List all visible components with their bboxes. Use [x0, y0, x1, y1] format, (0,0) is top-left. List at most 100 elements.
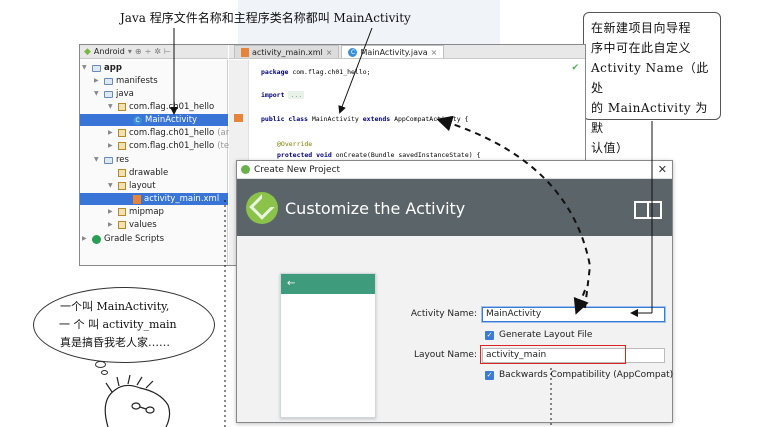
package-icon — [118, 182, 126, 190]
logo-compass-shape — [249, 194, 275, 220]
tree-item-app[interactable]: ▼ app — [82, 62, 122, 74]
callout-line: 认值） — [591, 141, 629, 155]
tree-item-mipmap[interactable]: ▶ mipmap — [108, 206, 164, 218]
tab-label: MainActivity.java — [360, 47, 428, 57]
bubble-tail — [101, 370, 108, 375]
tree-item-package-main[interactable]: ▼ com.flag.ch01_hello — [108, 101, 214, 113]
package-icon — [118, 208, 126, 216]
project-toolbar: ◆ Android ▾ ⊕ ÷ ✲ ⊢ — [80, 45, 228, 59]
code-keyword: package — [261, 68, 289, 76]
top-caption: Java 程序文件名称和主程序类名称都叫 MainActivity — [120, 11, 411, 25]
editor-tabs: activity_main.xml × C MainActivity.java … — [229, 45, 585, 59]
tree-item-manifests[interactable]: ▶ manifests — [94, 75, 158, 87]
code-text: com.flag.ch01_hello; — [288, 68, 371, 76]
close-icon[interactable]: × — [430, 47, 438, 57]
tree-item-layout[interactable]: ▼ layout — [108, 180, 156, 192]
speech-bubble — [33, 287, 215, 363]
bubble-line: 一 个 叫 activity_main — [59, 318, 177, 331]
bubble-tail — [95, 361, 106, 368]
cartoon-character — [104, 374, 171, 427]
tree-item-label: activity_main.xml — [144, 194, 220, 204]
expand-arrow-icon[interactable]: ▼ — [94, 156, 99, 163]
layout-icon-divider — [647, 201, 649, 219]
dialog-titlebar: Create New Project ✕ — [237, 161, 672, 179]
panel-selector[interactable]: Android — [93, 47, 125, 56]
code-line-override: @Override — [277, 140, 313, 148]
expand-arrow-icon[interactable]: ▶ — [94, 77, 99, 84]
cartoon-eye — [131, 402, 141, 410]
expand-arrow-icon[interactable]: ▼ — [108, 103, 113, 110]
code-line-method: protected void onCreate(Bundle savedInst… — [277, 151, 481, 159]
bubble-line: 真是搞昏我老人家…… — [60, 336, 170, 349]
callout-line: 序中可在此自定义 — [591, 41, 692, 55]
code-text: AppCompatActivity { — [390, 115, 469, 123]
activity-name-input[interactable]: MainActivity — [482, 307, 665, 322]
sync-icon[interactable]: ⊕ — [134, 47, 142, 56]
generate-layout-row[interactable]: ✓ Generate Layout File — [485, 330, 592, 340]
tree-item-package-android-test[interactable]: ▶ com.flag.ch01_hello (andr — [108, 127, 240, 139]
package-icon — [118, 103, 126, 111]
tree-item-label: mipmap — [129, 207, 164, 217]
code-line-package: package com.flag.ch01_hello; — [261, 68, 371, 76]
code-text: onCreate(Bundle savedInstanceState) { — [331, 151, 481, 159]
expand-arrow-icon[interactable]: ▼ — [108, 182, 113, 189]
tree-item-gradle-scripts[interactable]: ▶ Gradle Scripts — [82, 233, 164, 245]
create-project-dialog: Create New Project ✕ Customize the Activ… — [236, 160, 673, 423]
tree-item-label: manifests — [116, 76, 158, 86]
folder-icon — [92, 64, 101, 72]
close-icon[interactable]: × — [325, 47, 333, 57]
package-icon — [118, 169, 126, 177]
cartoon-head — [104, 384, 171, 427]
expand-arrow-icon[interactable]: ▶ — [108, 129, 113, 136]
tree-item-mainactivity[interactable]: C MainActivity — [80, 114, 228, 126]
cartoon-hair — [105, 374, 154, 393]
expand-arrow-icon[interactable]: ▼ — [94, 90, 99, 97]
hide-panel-icon[interactable]: ⊢ — [163, 47, 171, 56]
code-keyword: import — [261, 91, 285, 99]
tree-item-java[interactable]: ▼ java — [94, 88, 134, 100]
gradle-icon — [92, 234, 101, 244]
tree-item-label: res — [116, 155, 129, 165]
expand-arrow-icon[interactable]: ▶ — [108, 221, 113, 228]
android-studio-icon — [241, 165, 250, 174]
tree-item-activity-main-xml[interactable]: activity_main.xml — [80, 193, 228, 205]
tree-item-drawable[interactable]: drawable — [118, 167, 168, 179]
close-icon[interactable]: ✕ — [657, 163, 667, 176]
package-icon — [118, 221, 126, 229]
layout-marker-icon[interactable] — [234, 114, 243, 122]
android-icon: ◆ — [84, 46, 91, 57]
expand-arrow-icon[interactable]: ▶ — [108, 142, 113, 149]
expand-arrow-icon[interactable]: ▶ — [82, 235, 87, 242]
checkbox-checked-icon[interactable]: ✓ — [485, 330, 494, 340]
tree-item-label: com.flag.ch01_hello — [129, 128, 215, 138]
class-icon: C — [133, 115, 142, 125]
back-arrow-icon: ← — [281, 274, 375, 294]
expand-arrow-icon[interactable]: ▼ — [82, 64, 87, 71]
tab-mainactivity-java[interactable]: C MainActivity.java × — [341, 45, 445, 58]
class-icon: C — [348, 47, 358, 57]
package-icon — [118, 129, 126, 137]
tab-activity-main-xml[interactable]: activity_main.xml × — [234, 45, 340, 58]
tree-item-package-test[interactable]: ▶ com.flag.ch01_hello (test) — [108, 140, 240, 152]
code-text: MainActivity — [307, 115, 363, 123]
gear-icon[interactable]: ✲ — [154, 47, 161, 56]
android-studio-logo-icon — [246, 192, 278, 224]
tree-item-values[interactable]: ▶ values — [108, 219, 157, 231]
callout-line: Activity Name（此处 — [591, 61, 709, 95]
code-line-class: public class MainActivity extends AppCom… — [261, 115, 468, 123]
dialog-banner: Customize the Activity — [237, 179, 672, 236]
backwards-compat-label: Backwards Compatibility (AppCompat) — [499, 370, 674, 380]
expand-arrow-icon[interactable]: ▶ — [108, 208, 113, 215]
layout-name-input[interactable]: activity_main — [482, 348, 665, 363]
folded-code[interactable]: ... — [288, 91, 305, 99]
tree-item-label: layout — [129, 181, 156, 191]
dialog-title: Create New Project — [254, 164, 341, 175]
checkbox-checked-icon[interactable]: ✓ — [485, 370, 494, 380]
callout-box: 在新建项目向导程 序中可在此自定义 Activity Name（此处 的 Mai… — [583, 12, 721, 155]
collapse-icon[interactable]: ÷ — [144, 47, 152, 56]
tree-item-res[interactable]: ▼ res — [94, 154, 129, 166]
callout-line: 在新建项目向导程 — [591, 21, 692, 35]
chevron-down-icon[interactable]: ▾ — [127, 47, 132, 56]
backwards-compat-row[interactable]: ✓ Backwards Compatibility (AppCompat) — [485, 370, 673, 380]
folder-icon — [104, 77, 113, 85]
